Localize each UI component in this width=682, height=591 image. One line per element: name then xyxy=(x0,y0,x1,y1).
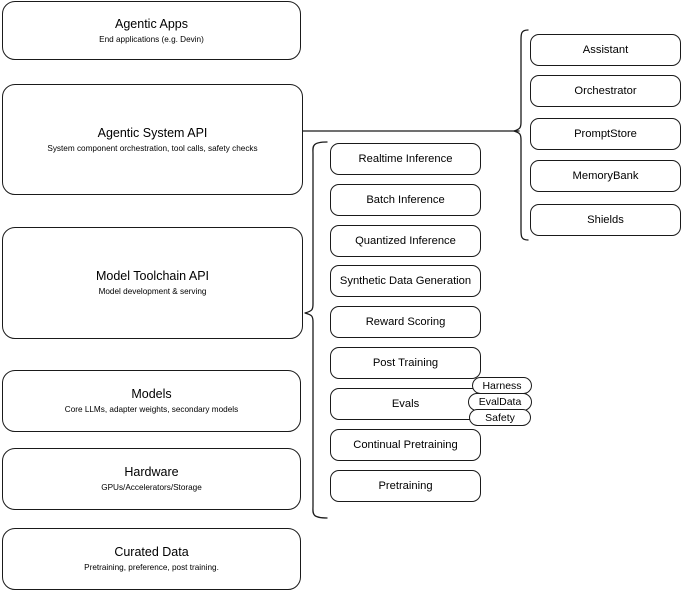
capability-label: Pretraining xyxy=(378,480,433,492)
eval-tag-label: Safety xyxy=(485,411,515,424)
capability-label: Realtime Inference xyxy=(358,153,453,165)
capability-label: Quantized Inference xyxy=(355,235,456,247)
layer-title: Model Toolchain API xyxy=(95,269,210,283)
capability-realtime-inference[interactable]: Realtime Inference xyxy=(330,143,481,175)
layer-subtitle: Core LLMs, adapter weights, secondary mo… xyxy=(64,405,239,414)
component-shields[interactable]: Shields xyxy=(530,204,681,236)
component-label: Orchestrator xyxy=(574,85,637,97)
layer-subtitle: Model development & serving xyxy=(98,287,207,296)
layer-hardware[interactable]: Hardware GPUs/Accelerators/Storage xyxy=(2,448,301,510)
capability-evals[interactable]: Evals xyxy=(330,388,481,420)
eval-tag-label: EvalData xyxy=(478,396,522,408)
layer-subtitle: GPUs/Accelerators/Storage xyxy=(101,483,202,492)
capability-synthetic-data-generation[interactable]: Synthetic Data Generation xyxy=(330,265,481,297)
capability-label: Evals xyxy=(391,398,420,410)
eval-tag-safety[interactable]: Safety xyxy=(469,409,531,426)
brace-right xyxy=(513,29,529,241)
capability-label: Continual Pretraining xyxy=(353,439,458,451)
capability-batch-inference[interactable]: Batch Inference xyxy=(330,184,481,216)
layer-subtitle: Pretraining, preference, post training. xyxy=(84,563,219,572)
capability-continual-pretraining[interactable]: Continual Pretraining xyxy=(330,429,481,461)
capability-label: Post Training xyxy=(372,357,439,369)
layer-model-toolchain-api[interactable]: Model Toolchain API Model development & … xyxy=(2,227,303,339)
layer-title: Agentic System API xyxy=(97,125,208,140)
capability-quantized-inference[interactable]: Quantized Inference xyxy=(330,225,481,257)
component-assistant[interactable]: Assistant xyxy=(530,34,681,66)
capability-post-training[interactable]: Post Training xyxy=(330,347,481,379)
layer-title: Hardware xyxy=(124,465,179,479)
layer-curated-data[interactable]: Curated Data Pretraining, preference, po… xyxy=(2,528,301,590)
capability-label: Synthetic Data Generation xyxy=(339,275,472,287)
eval-tag-harness[interactable]: Harness xyxy=(472,377,532,394)
component-label: PromptStore xyxy=(574,128,637,140)
component-label: MemoryBank xyxy=(572,170,639,182)
brace-middle xyxy=(304,141,328,519)
layer-agentic-apps[interactable]: Agentic Apps End applications (e.g. Devi… xyxy=(2,1,301,60)
component-label: Shields xyxy=(587,214,624,226)
layer-title: Agentic Apps xyxy=(115,16,188,31)
eval-tag-label: Harness xyxy=(482,379,522,392)
component-promptstore[interactable]: PromptStore xyxy=(530,118,681,150)
component-label: Assistant xyxy=(582,44,629,56)
capability-reward-scoring[interactable]: Reward Scoring xyxy=(330,306,481,338)
layer-agentic-system-api[interactable]: Agentic System API System component orch… xyxy=(2,84,303,195)
layer-subtitle: End applications (e.g. Devin) xyxy=(99,34,204,44)
capability-pretraining[interactable]: Pretraining xyxy=(330,470,481,502)
layer-subtitle: System component orchestration, tool cal… xyxy=(47,143,258,153)
layer-title: Models xyxy=(131,387,172,401)
layer-models[interactable]: Models Core LLMs, adapter weights, secon… xyxy=(2,370,301,432)
capability-label: Batch Inference xyxy=(366,194,445,206)
component-memorybank[interactable]: MemoryBank xyxy=(530,160,681,192)
layer-title: Curated Data xyxy=(114,545,189,559)
capability-label: Reward Scoring xyxy=(365,316,446,328)
component-orchestrator[interactable]: Orchestrator xyxy=(530,75,681,107)
